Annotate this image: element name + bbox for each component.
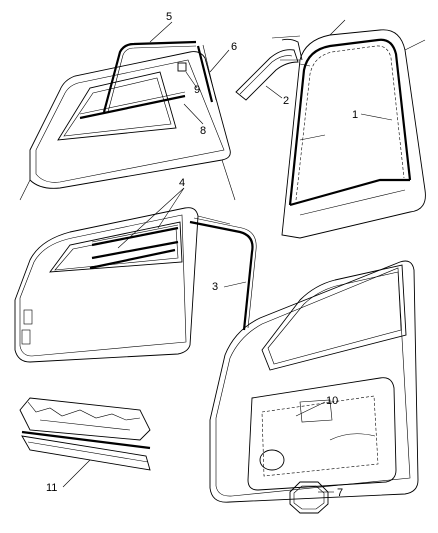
callout-7: 7 (337, 487, 343, 499)
callout-8: 8 (200, 125, 206, 137)
callout-6: 6 (231, 41, 237, 53)
callout-10: 10 (326, 395, 338, 407)
leader-lines (62, 21, 393, 493)
callout-4: 4 (179, 177, 185, 189)
callout-11: 11 (46, 482, 57, 494)
corner-seal-part-2 (235, 35, 311, 101)
rear-glass-assembly (19, 40, 236, 201)
callout-2: 2 (283, 95, 289, 107)
door-opening-part-1 (280, 19, 426, 239)
callout-9: 9 (194, 84, 200, 96)
lower-molding-part-11 (19, 397, 151, 471)
door-trim-panel (209, 260, 419, 514)
callout-5: 5 (166, 11, 172, 23)
callout-3: 3 (212, 281, 218, 293)
callout-1: 1 (352, 109, 358, 121)
front-door-assembly (14, 207, 257, 363)
